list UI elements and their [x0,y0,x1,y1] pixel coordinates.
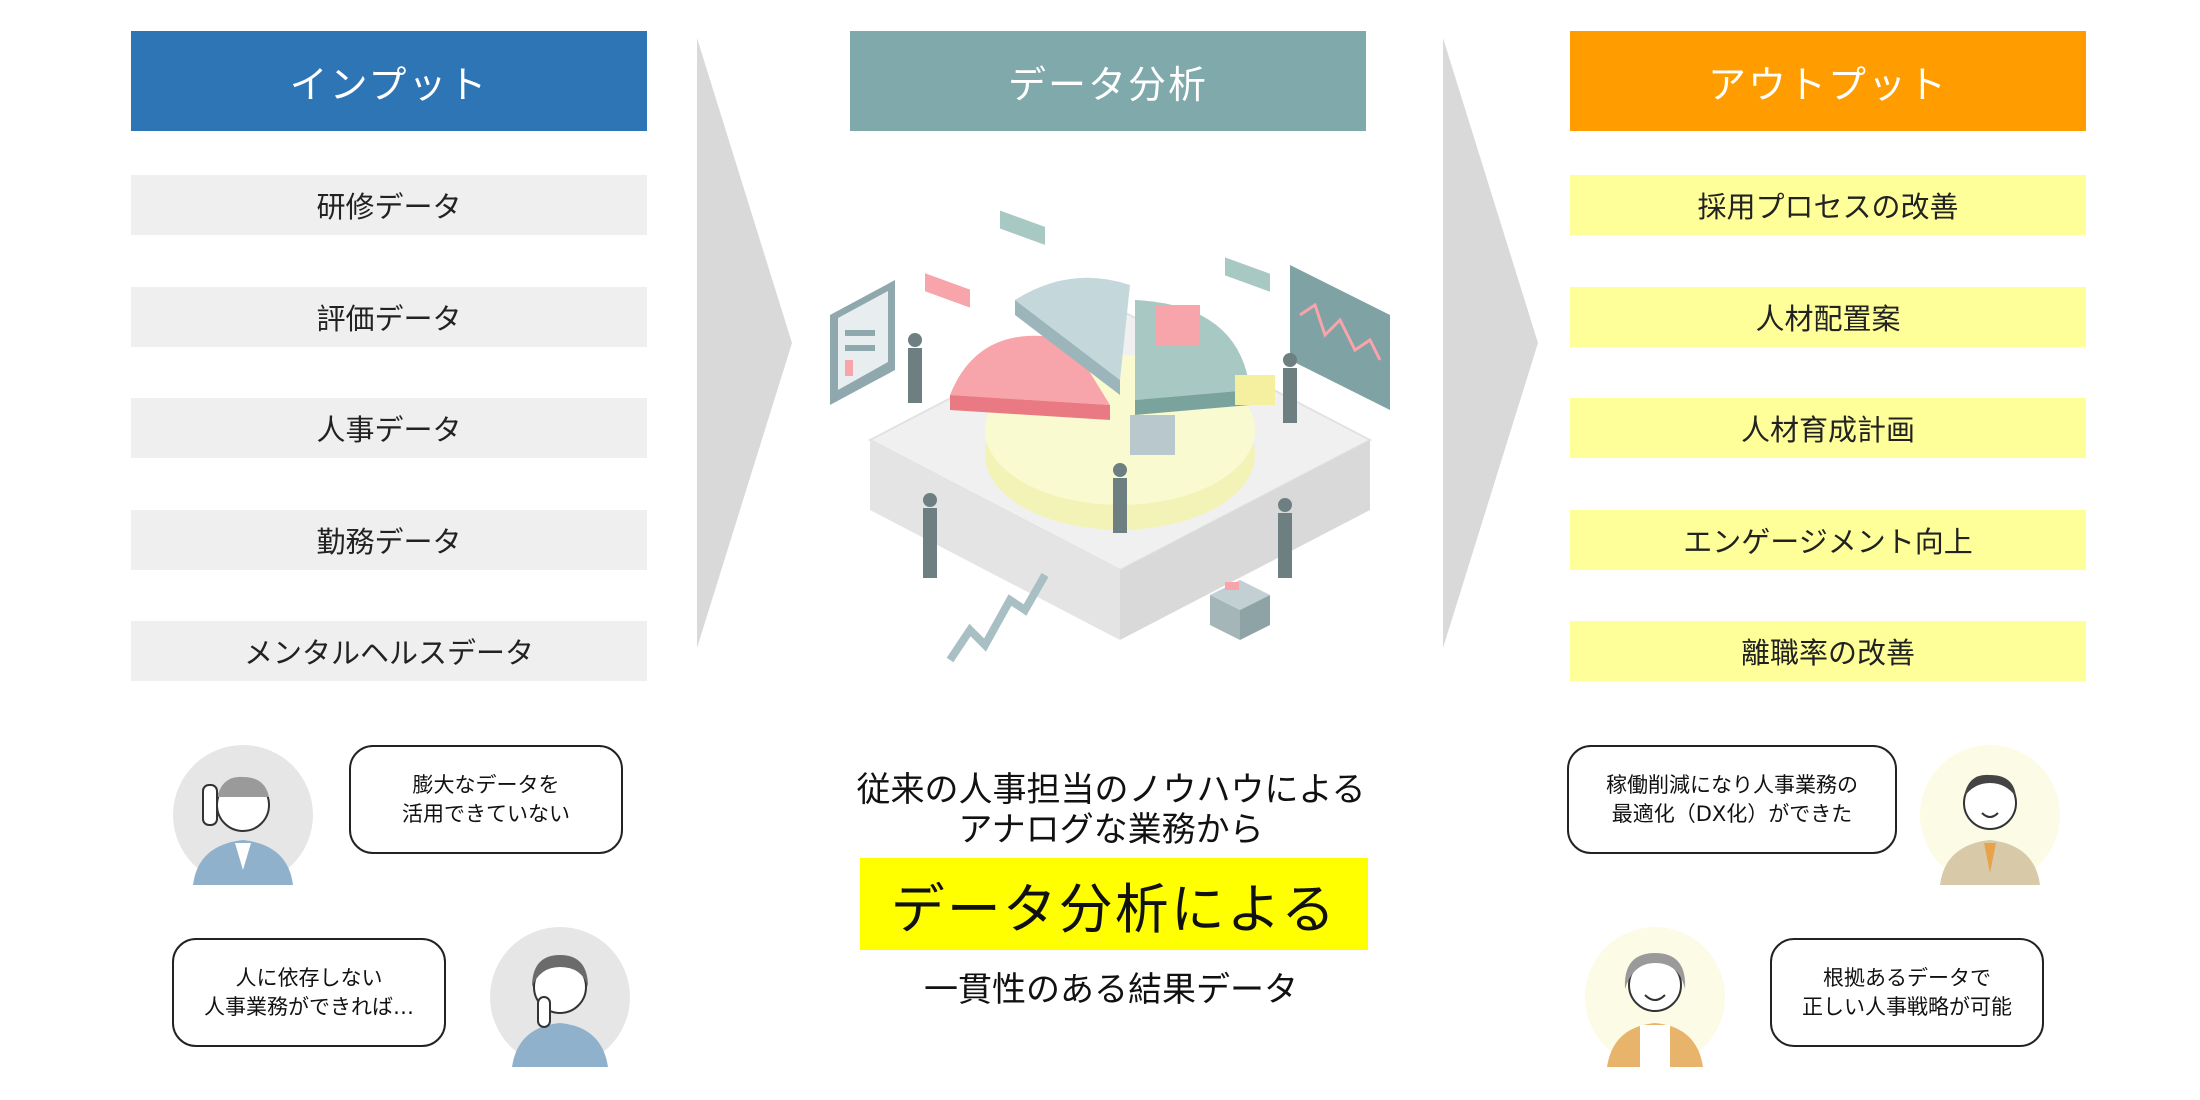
worried-businessman-avatar [173,745,313,885]
chevron-arrow-right [1443,38,1538,648]
output-item: 人材育成計画 [1570,398,2086,458]
chevron-arrow-left [697,38,792,648]
analysis-highlight: データ分析による [860,858,1368,950]
analysis-text-line3: 一貫性のある結果データ [924,970,1298,1010]
output-item: エンゲージメント向上 [1570,510,2086,570]
input-item: 勤務データ [131,510,647,570]
speech-bubble-right-bottom: 根拠あるデータで 正しい人事戦略が可能 [1770,938,2044,1047]
analysis-header: データ分析 [850,31,1366,131]
output-item: 人材配置案 [1570,287,2086,347]
happy-businessman-avatar [1920,745,2060,885]
speech-bubble-left-top: 膨大なデータを 活用できていない [349,745,623,854]
input-item: 人事データ [131,398,647,458]
thinking-woman-avatar [490,927,630,1067]
input-item: 評価データ [131,287,647,347]
input-item: メンタルヘルスデータ [131,621,647,681]
speech-bubble-left-bottom: 人に依存しない 人事業務ができれば… [172,938,446,1047]
output-header: アウトプット [1570,31,2086,131]
input-item: 研修データ [131,175,647,235]
input-header: インプット [131,31,647,131]
analysis-text-line1: 従来の人事担当のノウハウによる [856,770,1366,810]
analysis-text-line2: アナログな業務から [958,810,1264,850]
output-item: 離職率の改善 [1570,621,2086,681]
data-analysis-illustration [830,210,1390,663]
smiling-woman-avatar [1585,927,1725,1067]
speech-bubble-right-top: 稼働削減になり人事業務の 最適化（DX化）ができた [1567,745,1897,854]
output-item: 採用プロセスの改善 [1570,175,2086,235]
